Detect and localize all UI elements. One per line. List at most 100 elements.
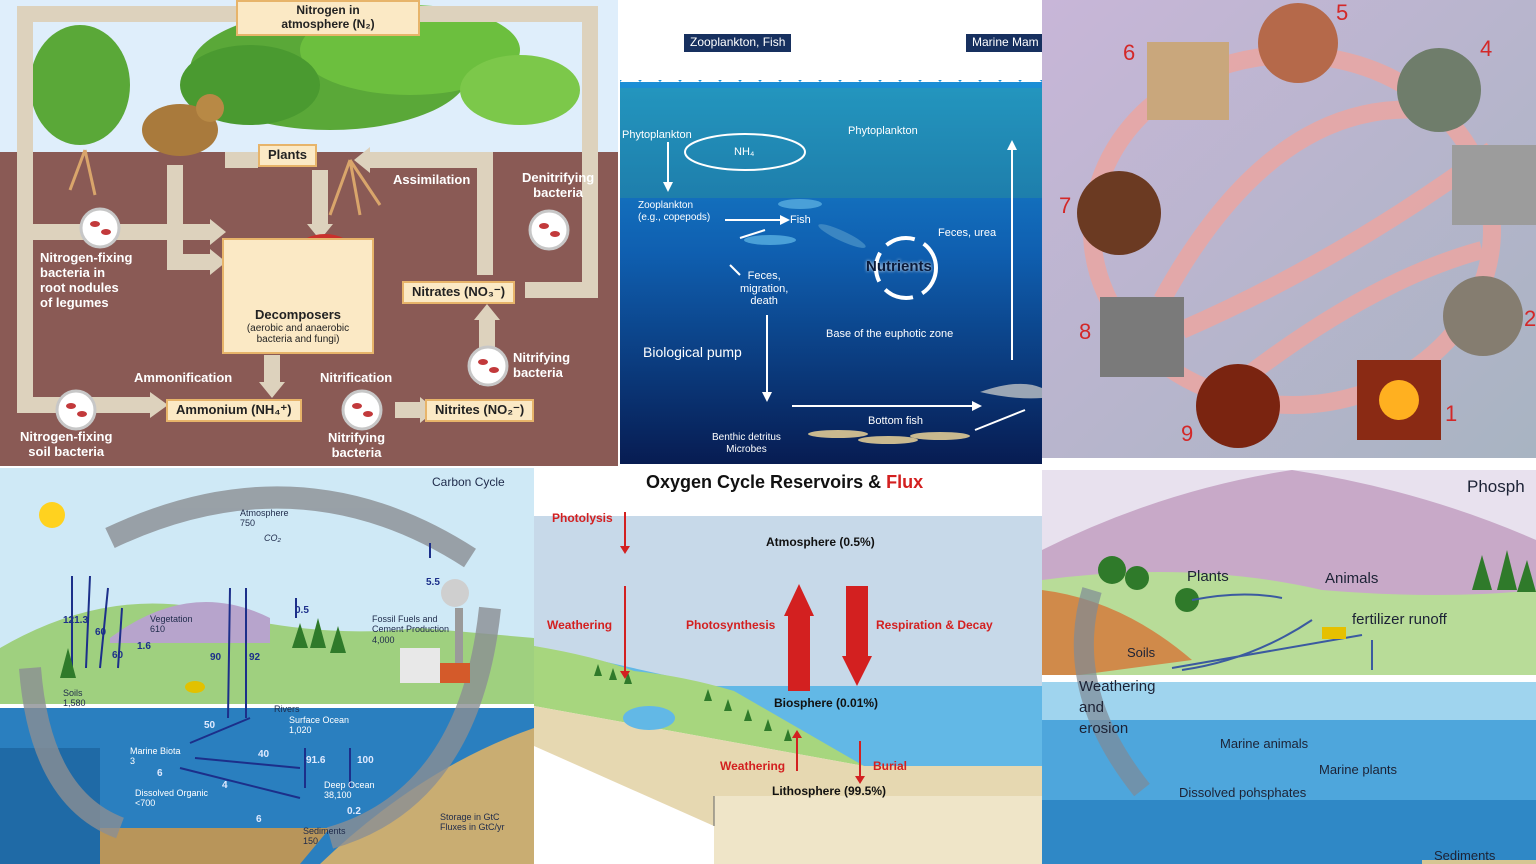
nh4-label: NH₄ <box>734 146 755 158</box>
flux-60-b: 60 <box>112 650 124 661</box>
benthic-detritus-label: Benthic detritus Microbes <box>712 432 781 455</box>
sediments-reservoir-label: Sediments 150 <box>303 826 346 847</box>
denitrifying-bacteria-label: Denitrifying bacteria <box>522 170 595 200</box>
weathering-bottom-label: Weathering <box>720 759 786 773</box>
oxygen-title-flux: Flux <box>886 472 924 492</box>
ocean-pump-panel: Zooplankton, Fish Marine Mam Phytoplankt… <box>620 0 1042 464</box>
euphotic-zone-label: Base of the euphotic zone <box>826 328 954 340</box>
fish-label: Fish <box>790 214 811 226</box>
soils-label: Soils <box>1127 645 1156 660</box>
nitrifying-bacteria-right-label: Nitrifying bacteria <box>513 350 571 380</box>
marine-biota-label: Marine Biota 3 <box>130 746 181 767</box>
phytoplankton-right-label: Phytoplankton <box>848 125 918 137</box>
marine-mammals-tag: Marine Mam <box>966 34 1042 52</box>
nitrogen-cycle-art <box>0 0 618 466</box>
plants-box: Plants <box>258 144 318 167</box>
rock-number-4: 4 <box>1480 36 1493 61</box>
decomposers-box: Decomposers (aerobic and anaerobic bacte… <box>222 238 374 354</box>
rock-cycle-panel: 5 4 6 7 8 9 1 2 <box>1042 0 1536 458</box>
phosphorus-cycle-art <box>1042 470 1536 864</box>
atmosphere-reservoir-label: Atmosphere 750 <box>240 508 289 529</box>
flux-100: 100 <box>357 755 374 766</box>
biological-pump-label: Biological pump <box>643 344 742 360</box>
decomposers-sub-label: (aerobic and anaerobic bacteria and fung… <box>246 322 350 346</box>
bottom-fish-label: Bottom fish <box>868 415 924 427</box>
flux-4: 4 <box>222 780 228 791</box>
respiration-decay-label: Respiration & Decay <box>876 618 993 632</box>
flux-50: 50 <box>204 720 216 731</box>
flux-90: 90 <box>210 652 222 663</box>
animals-label: Animals <box>1325 570 1379 587</box>
zooplankton-fish-tag: Zooplankton, Fish <box>684 34 792 52</box>
marine-plants-label: Marine plants <box>1319 762 1398 777</box>
carbon-cycle-art <box>0 468 534 864</box>
surface-ocean-label: Surface Ocean 1,020 <box>289 715 350 736</box>
flux-6-b: 6 <box>256 814 262 825</box>
decomposers-label: Decomposers <box>255 307 341 322</box>
nitrogen-fixing-soil-label: Nitrogen-fixing soil bacteria <box>20 429 113 459</box>
carbon-cycle-panel: Carbon Cycle Atmosphere 750 CO₂ 121.3 60… <box>0 468 534 864</box>
flux-91-6: 91.6 <box>306 755 326 766</box>
fertilizer-runoff-label: fertilizer runoff <box>1352 611 1447 628</box>
flux-0-5: 0.5 <box>295 605 309 616</box>
carbon-cycle-title: Carbon Cycle <box>432 475 505 489</box>
rivers-label: Rivers <box>274 704 300 714</box>
dissolved-organic-label: Dissolved Organic <700 <box>135 788 209 809</box>
nutrients-label: Nutrients <box>866 258 932 275</box>
rock-number-5: 5 <box>1336 0 1349 25</box>
assimilation-label: Assimilation <box>393 172 471 187</box>
nitrogen-cycle-panel: Nitrogen in atmosphere (N₂) Plants Assim… <box>0 0 618 466</box>
ammonification-label: Ammonification <box>134 370 233 385</box>
marine-animals-label: Marine animals <box>1220 736 1309 751</box>
flux-121-3: 121.3 <box>63 615 89 626</box>
nitrogen-fixing-nodules-label: Nitrogen-fixing bacteria in root nodules… <box>40 250 133 310</box>
deep-ocean-label: Deep Ocean 38,100 <box>324 780 375 801</box>
nitrates-box: Nitrates (NO₃⁻) <box>402 281 516 304</box>
lithosphere-percent-label: Lithosphere (99.5%) <box>772 784 887 798</box>
rock-number-6: 6 <box>1123 40 1136 65</box>
phosphorus-cycle-title: Phosph <box>1467 477 1525 496</box>
burial-label: Burial <box>873 759 908 773</box>
rock-number-8: 8 <box>1079 319 1092 344</box>
rock-number-9: 9 <box>1181 421 1194 446</box>
photolysis-label: Photolysis <box>552 511 613 525</box>
storage-legend: Storage in GtC Fluxes in GtC/yr <box>440 812 505 833</box>
rock-cycle-art <box>1042 0 1536 458</box>
biosphere-percent-label: Biosphere (0.01%) <box>774 696 879 710</box>
nitrites-box: Nitrites (NO₂⁻) <box>425 399 535 422</box>
rock-number-7: 7 <box>1059 193 1072 218</box>
flux-40: 40 <box>258 749 270 760</box>
flux-60-a: 60 <box>95 627 107 638</box>
oxygen-cycle-art <box>534 512 1042 864</box>
ammonium-box: Ammonium (NH₄⁺) <box>166 399 302 422</box>
flux-5-5: 5.5 <box>426 577 440 588</box>
zooplankton-label: Zooplankton (e.g., copepods) <box>638 200 711 223</box>
feces-migration-death-label: Feces, migration, death <box>740 270 789 308</box>
atmosphere-percent-label: Atmosphere (0.5%) <box>766 535 875 549</box>
fossil-fuels-label: Fossil Fuels and Cement Production 4,000 <box>372 614 450 645</box>
soils-reservoir-label: Soils 1,580 <box>63 688 86 709</box>
weathering-top-label: Weathering <box>547 618 613 632</box>
weathering-erosion-label: Weathering and erosion <box>1079 678 1156 737</box>
flux-1-6: 1.6 <box>137 641 151 652</box>
rock-number-2: 2 <box>1524 306 1536 331</box>
nitrification-label: Nitrification <box>320 370 393 385</box>
feces-urea-label: Feces, urea <box>938 227 997 239</box>
nitrogen-atmosphere-box: Nitrogen in atmosphere (N₂) <box>236 0 420 36</box>
oxygen-title-main: Oxygen Cycle Reservoirs & <box>646 472 882 492</box>
flux-92: 92 <box>249 652 261 663</box>
dissolved-phosphates-label: Dissolved pohsphates <box>1179 785 1307 800</box>
sediments-label: Sediments <box>1434 848 1496 863</box>
co2-label: CO₂ <box>264 533 281 543</box>
flux-0-2: 0.2 <box>347 806 361 817</box>
photosynthesis-label: Photosynthesis <box>686 618 776 632</box>
phytoplankton-left-label: Phytoplankton <box>622 129 692 141</box>
phosphorus-cycle-panel: Phosph Plants Animals fertilizer runoff … <box>1042 470 1536 864</box>
vegetation-reservoir-label: Vegetation 610 <box>150 614 193 635</box>
oxygen-cycle-panel: Oxygen Cycle Reservoirs & Flux Photolysi… <box>534 466 1042 864</box>
flux-6: 6 <box>157 768 163 779</box>
rock-number-1: 1 <box>1445 401 1458 426</box>
nitrifying-bacteria-bottom-label: Nitrifying bacteria <box>328 430 386 460</box>
oxygen-cycle-title: Oxygen Cycle Reservoirs & Flux <box>646 472 923 493</box>
ocean-pump-art <box>620 0 1042 464</box>
